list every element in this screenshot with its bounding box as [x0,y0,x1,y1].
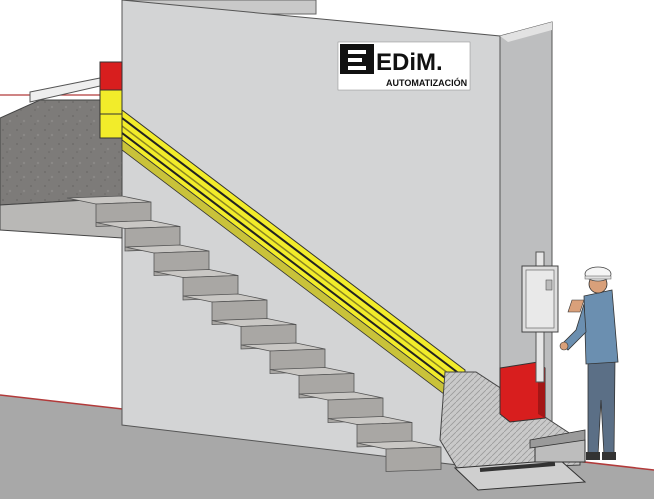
stair-riser [385,446,442,472]
worker-figure [559,266,619,460]
logo-tagline: AUTOMATIZACIÓN [386,77,467,88]
rail-guide [121,108,466,411]
logo-name: EDiM. [376,49,443,76]
control-cabinet [521,251,559,383]
top-end-stop [99,61,123,139]
wall-bracket [29,77,101,103]
company-logo: EDiM. AUTOMATIZACIÓN [337,41,471,91]
staircase [66,195,442,472]
